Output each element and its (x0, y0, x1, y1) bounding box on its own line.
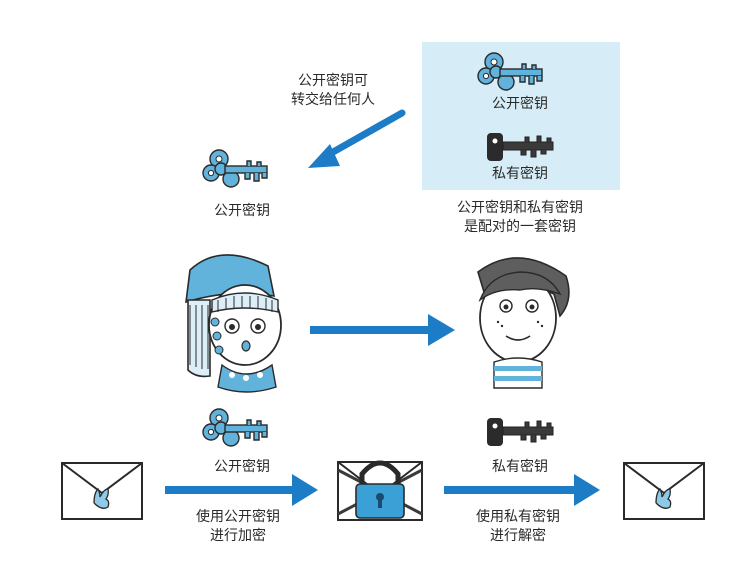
bottom-private-key-icon (486, 417, 554, 447)
encrypt-note-line1: 使用公开密钥 (196, 509, 280, 525)
boy-illustration (477, 257, 570, 389)
decrypt-note-line1: 使用私有密钥 (476, 509, 560, 525)
transfer-note-line1: 公开密钥可 (298, 73, 368, 89)
decrypted-envelope-icon (623, 462, 705, 520)
key-pair-highlight-box (422, 42, 620, 190)
send-arrow (310, 314, 455, 346)
box-private-key-icon (486, 132, 554, 162)
box-public-key-label: 公开密钥 (492, 96, 548, 112)
key-pair-note-line1: 公开密钥和私有密钥 (457, 200, 583, 216)
transfer-arrow (308, 109, 406, 168)
key-pair-note-line2: 是配对的一套密钥 (464, 219, 576, 235)
girl-illustration (185, 254, 282, 393)
decrypt-arrow (444, 474, 600, 506)
encrypt-arrow (165, 474, 318, 506)
bottom-public-key-label: 公开密钥 (214, 459, 270, 475)
left-public-key-label: 公开密钥 (214, 203, 270, 219)
transfer-note-line2: 转交给任何人 (291, 92, 375, 108)
plain-envelope-icon (61, 462, 143, 520)
padlock-envelope-icon (337, 460, 423, 521)
box-public-key-icon (477, 52, 543, 91)
decrypt-note-line2: 进行解密 (490, 528, 546, 544)
box-private-key-label: 私有密钥 (492, 166, 548, 182)
encrypt-note-line2: 进行加密 (210, 528, 266, 544)
bottom-public-key-icon (202, 408, 268, 447)
left-public-key-icon (202, 149, 268, 188)
bottom-private-key-label: 私有密钥 (492, 459, 548, 475)
